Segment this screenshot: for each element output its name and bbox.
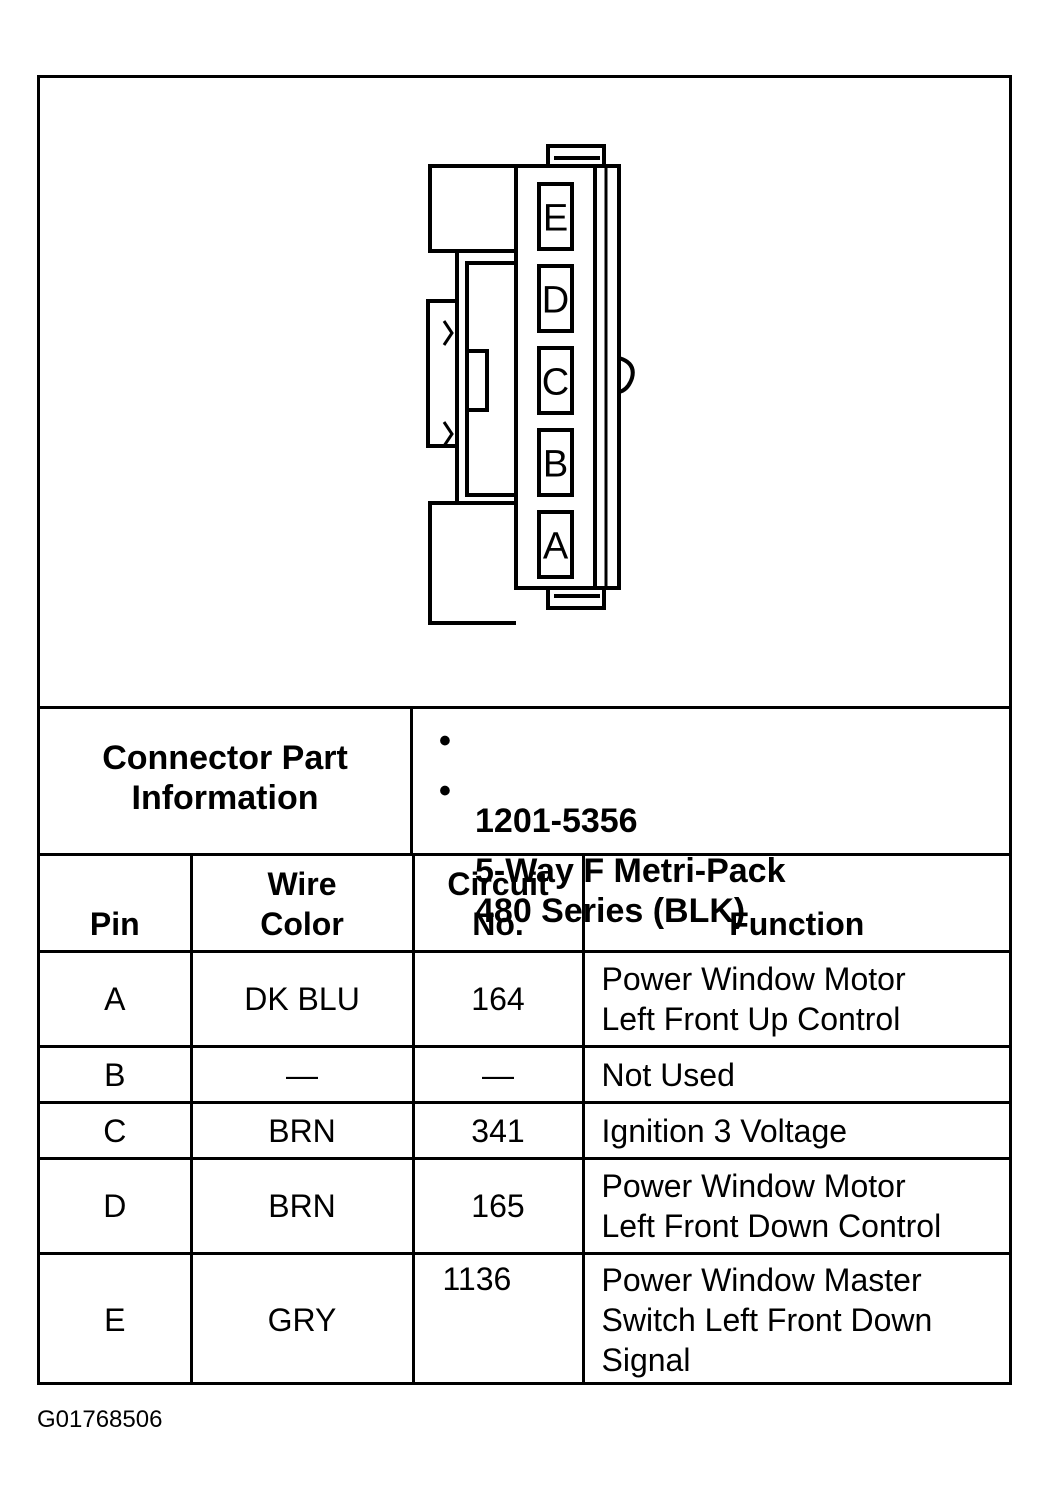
connector-part-info-list: • 1201-5356 • 5-Way F Metri-Pack 480 Ser…	[413, 709, 1009, 930]
circuit-cell: —	[411, 1045, 585, 1104]
pin-label-d: D	[542, 280, 569, 322]
table-row: D BRN 165 Power Window Motor Left Front …	[40, 1157, 1009, 1255]
circuit-cell: 165	[411, 1157, 585, 1255]
pin-label-c: C	[542, 362, 569, 404]
connector-shell-upper	[428, 164, 516, 303]
part-number-item: • 1201-5356	[439, 721, 638, 841]
table-row: B — — Not Used	[40, 1045, 1009, 1104]
part-number: 1201-5356	[475, 802, 638, 840]
pin-cell: A	[40, 950, 193, 1048]
header-circuit-no: Circuit No.	[411, 853, 585, 953]
pin-cell: C	[40, 1101, 193, 1160]
pin-cavity-a	[537, 510, 574, 579]
circuit-cell: 341	[411, 1101, 585, 1160]
pin-cavity-d	[537, 264, 574, 333]
connector-part-info: Connector Part Information • 1201-5356 •…	[40, 706, 1009, 930]
figure-id: G01768506	[37, 1406, 163, 1433]
circuit-cell: 164	[411, 950, 585, 1048]
function-cell: Power Window Motor Left Front Up Control	[581, 950, 1009, 1048]
header-function: Function	[581, 853, 1009, 953]
pin-table-header-row: Pin Wire Color Circuit No. Function	[40, 853, 1009, 953]
connector-inner-slot	[465, 349, 489, 412]
header-wire-color: Wire Color	[189, 853, 415, 953]
pin-cavity-e	[537, 182, 574, 251]
function-cell: Not Used	[581, 1045, 1009, 1104]
wire-color-cell: BRN	[189, 1101, 415, 1160]
connector-bottom-clip	[546, 588, 606, 610]
table-row: A DK BLU 164 Power Window Motor Left Fro…	[40, 950, 1009, 1048]
bullet-icon: •	[439, 722, 451, 760]
wire-color-cell: GRY	[189, 1252, 415, 1385]
connector-latch	[426, 299, 457, 448]
function-cell: Power Window Master Switch Left Front Do…	[581, 1252, 1009, 1385]
connector-inner-frame	[455, 249, 516, 505]
function-cell: Power Window Motor Left Front Down Contr…	[581, 1157, 1009, 1255]
table-row: E GRY 1136 Power Window Master Switch Le…	[40, 1252, 1009, 1385]
connector-latch-notch	[442, 320, 454, 447]
wire-color-cell: —	[189, 1045, 415, 1104]
pin-label-e: E	[543, 198, 568, 240]
info-label-text: Connector Part Information	[102, 739, 348, 817]
pin-cell: D	[40, 1157, 193, 1255]
pin-label-b: B	[543, 444, 568, 486]
pin-table: Pin Wire Color Circuit No. Function A DK…	[40, 853, 1009, 1385]
function-cell: Ignition 3 Voltage	[581, 1101, 1009, 1160]
pin-cell: B	[40, 1045, 193, 1104]
bullet-icon: •	[439, 772, 451, 810]
table-row: C BRN 341 Ignition 3 Voltage	[40, 1101, 1009, 1160]
connector-shell-lower	[428, 501, 516, 625]
circuit-cell: 1136	[411, 1252, 585, 1385]
pin-cell: E	[40, 1252, 193, 1385]
pin-cavity-c	[537, 346, 574, 415]
header-pin: Pin	[40, 853, 193, 953]
connector-side-bump	[618, 356, 635, 394]
pin-label-a: A	[543, 526, 569, 568]
wire-color-cell: BRN	[189, 1157, 415, 1255]
connector-top-clip	[546, 144, 606, 166]
wire-color-cell: DK BLU	[189, 950, 415, 1048]
connector-part-info-label: Connector Part Information	[40, 709, 413, 853]
connector-inner-window	[465, 261, 518, 497]
pin-cavity-b	[537, 428, 574, 497]
